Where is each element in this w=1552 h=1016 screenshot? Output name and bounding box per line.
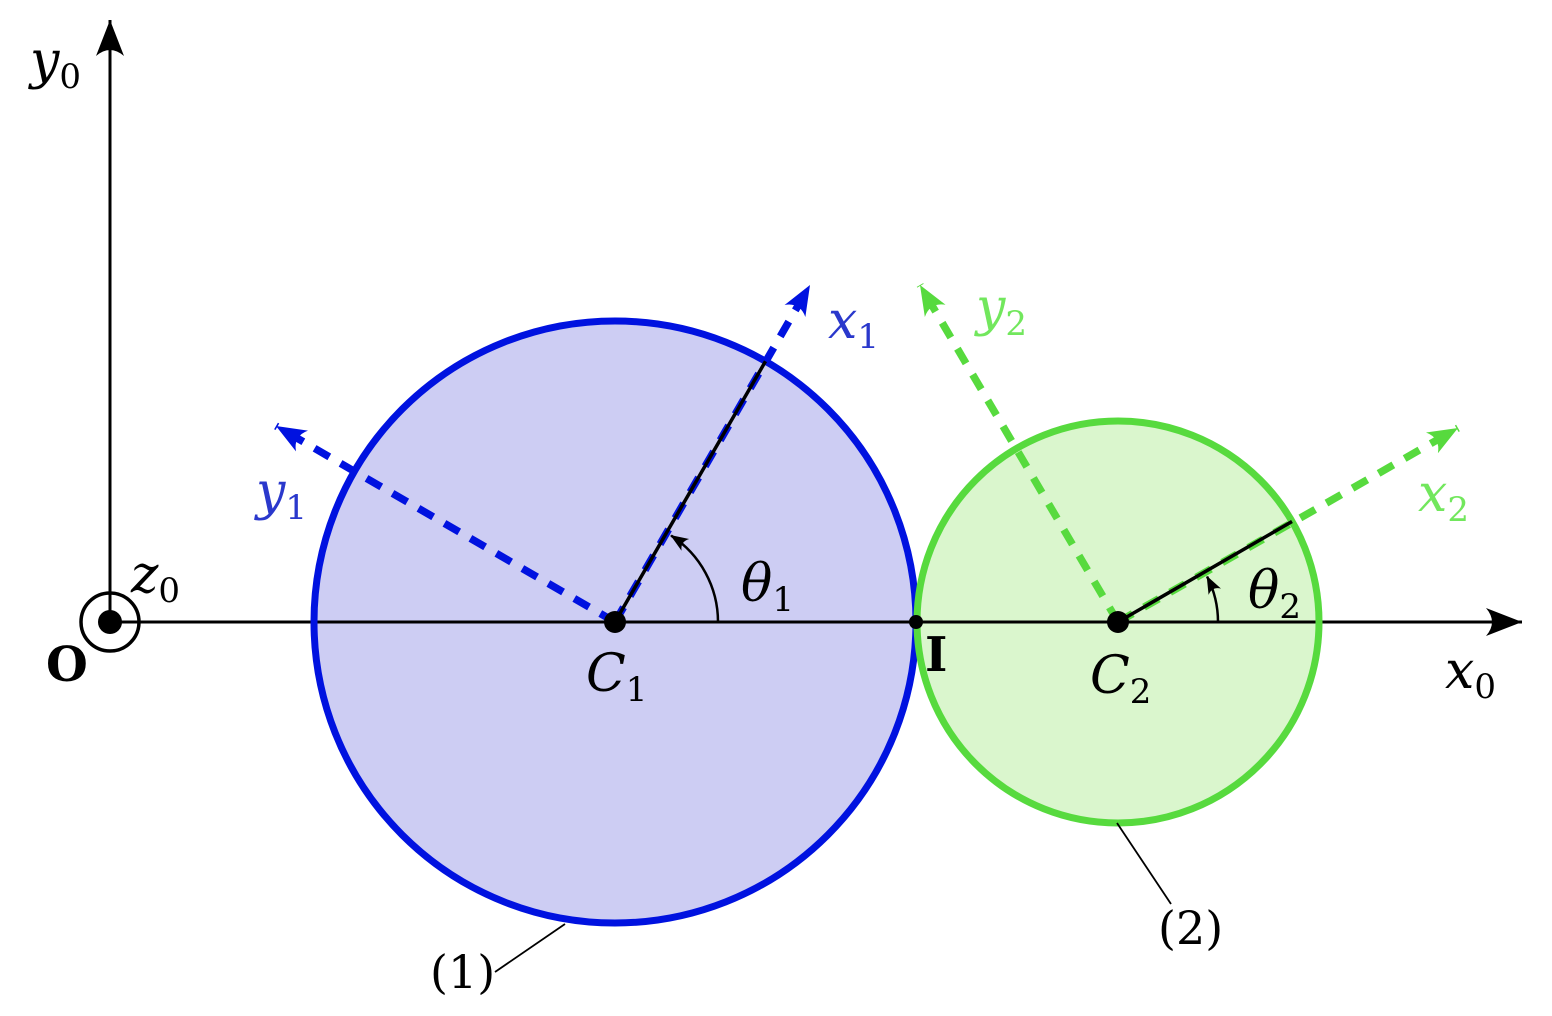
c2-dot	[1107, 611, 1129, 633]
z0-out-of-page-icon	[79, 591, 141, 653]
theta2-arc	[1205, 575, 1222, 623]
x2-axis-label: x2	[1418, 464, 1469, 530]
c1-dot	[604, 611, 626, 633]
c2-label: C2	[1090, 646, 1151, 712]
y1-axis	[274, 422, 617, 626]
wheel2-tag: (2)	[1158, 901, 1223, 955]
theta1-arc	[670, 534, 720, 623]
y2-axis	[916, 283, 1122, 624]
contact-point-label: I	[925, 627, 947, 683]
wheel1-radius-line	[613, 360, 768, 623]
theta1-label: θ1	[741, 554, 794, 620]
origin-dot	[98, 610, 122, 634]
y0-axis-label: y0	[28, 31, 81, 97]
origin-label: O	[46, 637, 88, 693]
wheel1-tag: (1)	[430, 945, 495, 999]
c1-label: C1	[586, 644, 647, 710]
wheel2-radius-line	[1117, 519, 1293, 624]
x0-axis-label: x0	[1445, 641, 1496, 707]
theta2-label: θ2	[1248, 561, 1301, 627]
y1-axis-label: y1	[254, 462, 307, 528]
y2-axis-label: y2	[974, 278, 1027, 344]
contact-dot	[909, 615, 923, 629]
z0-axis-label: z0	[130, 545, 180, 611]
wheel2-tag-leader	[1116, 822, 1172, 905]
wheel1-tag-leader	[494, 923, 566, 973]
x1-axis-label: x1	[828, 291, 879, 357]
